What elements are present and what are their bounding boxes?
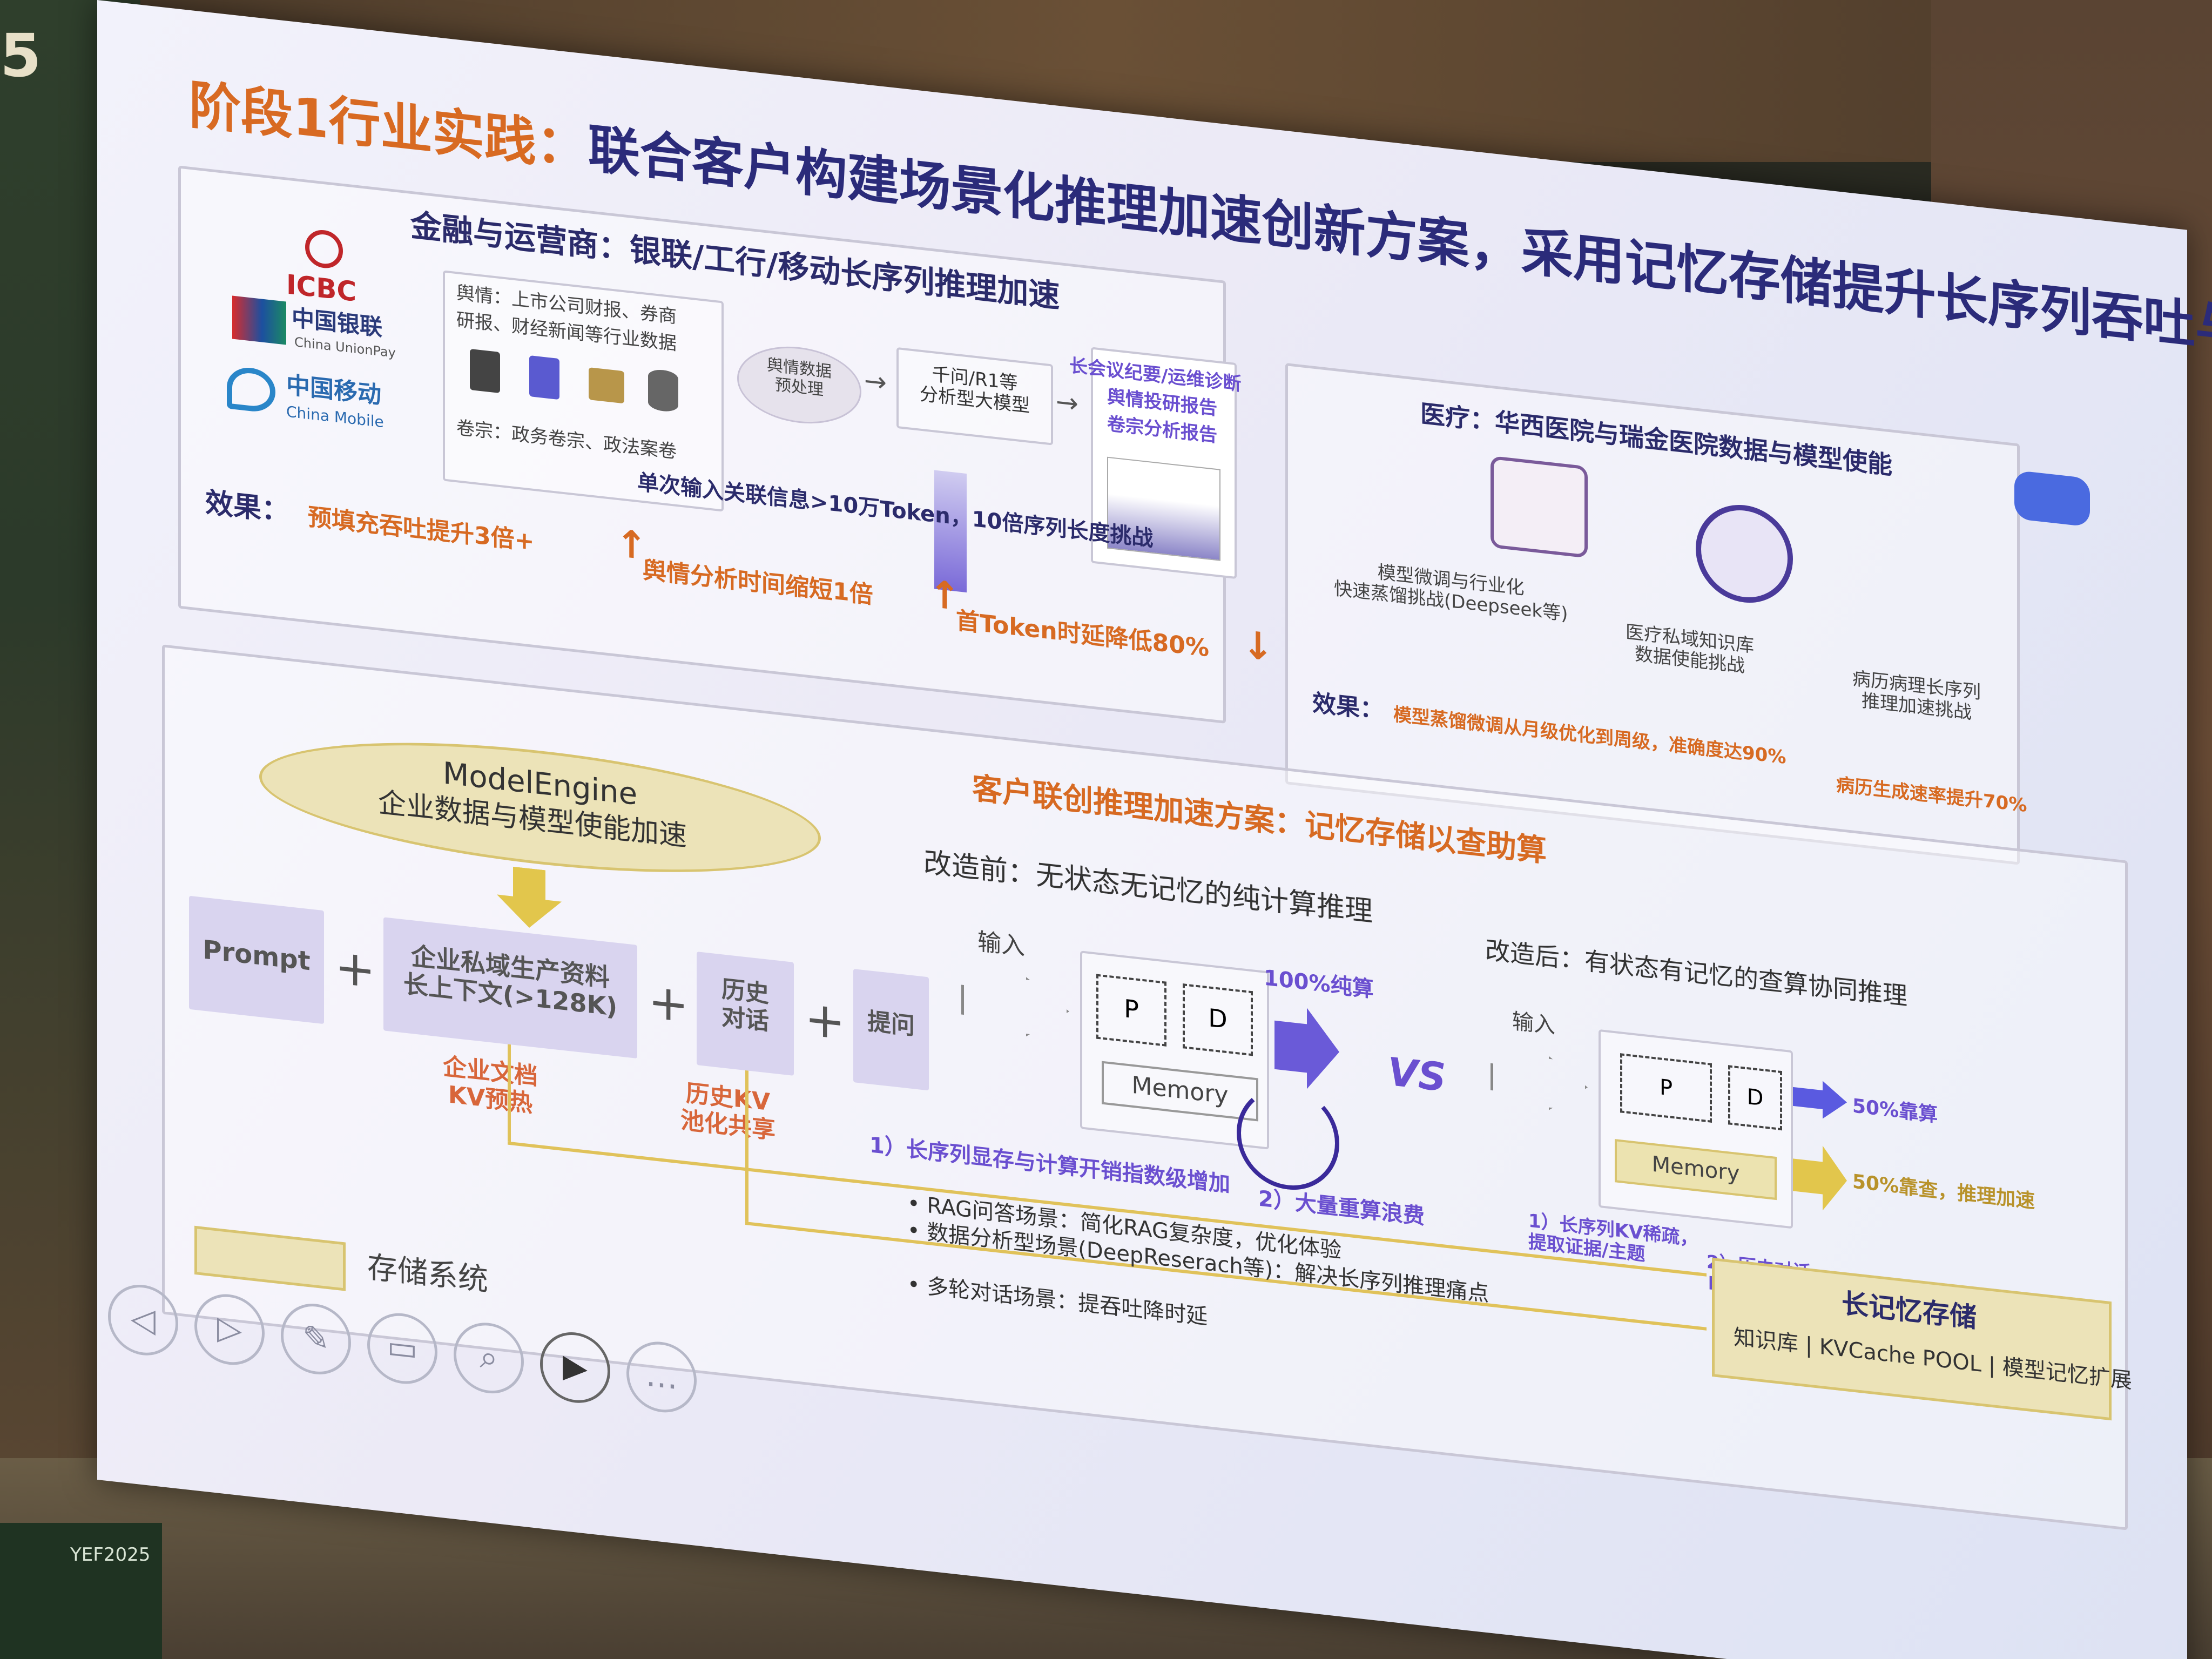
doc-kv-label: 企业文档 KV预热	[443, 1053, 538, 1118]
up-arrow-icon: ↑	[616, 522, 648, 569]
history-block: 历史 对话	[697, 952, 794, 1076]
plus-1: +	[335, 939, 375, 999]
arrow-to-outputs: →	[1056, 386, 1078, 420]
file-icon	[529, 355, 559, 400]
unionpay-mark-icon	[232, 296, 286, 345]
event-watermark: YEF2025	[0, 1523, 162, 1659]
before-d: D	[1183, 983, 1253, 1056]
after-input-label: 输入	[1512, 1009, 1555, 1038]
flow-line-hist	[745, 1070, 748, 1222]
play-badge[interactable]	[2014, 470, 2090, 527]
plus-3: +	[805, 990, 845, 1051]
model-node: 千问/R1等 分析型大模型	[896, 347, 1053, 446]
report-icon	[470, 349, 500, 393]
question-block: 提问	[853, 969, 929, 1090]
prompt-block: Prompt	[189, 896, 324, 1024]
vs-label: VS	[1388, 1049, 1446, 1101]
down-arrow-icon: ↓	[1242, 623, 1274, 670]
database-icon	[648, 368, 678, 413]
before-p: P	[1096, 974, 1166, 1047]
up-arrow-icon-2: ↑	[929, 572, 961, 619]
hist-kv-label: 历史KV 池化共享	[680, 1080, 775, 1145]
after-p: P	[1620, 1053, 1712, 1123]
logo-icbc: ICBC	[275, 225, 373, 311]
arrow-to-model: →	[864, 365, 887, 399]
folder-icon	[589, 367, 624, 403]
flow-line-doc	[508, 1044, 511, 1142]
edge-slide-number: 5	[0, 22, 42, 90]
chinamobile-mark-icon	[227, 365, 275, 414]
after-d: D	[1728, 1065, 1782, 1130]
plus-2: +	[648, 973, 689, 1034]
huaxi-logo-icon	[1491, 456, 1588, 558]
title-prefix: 阶段1行业实践：	[189, 75, 588, 179]
icbc-seal-icon	[305, 228, 343, 270]
before-input-label: 输入	[977, 928, 1025, 961]
projection-screen: 阶段1行业实践：联合客户构建场景化推理加速创新方案，采用记忆存储提升长序列吞吐与…	[97, 0, 2187, 1659]
logo-icbc-text: ICBC	[286, 269, 356, 308]
